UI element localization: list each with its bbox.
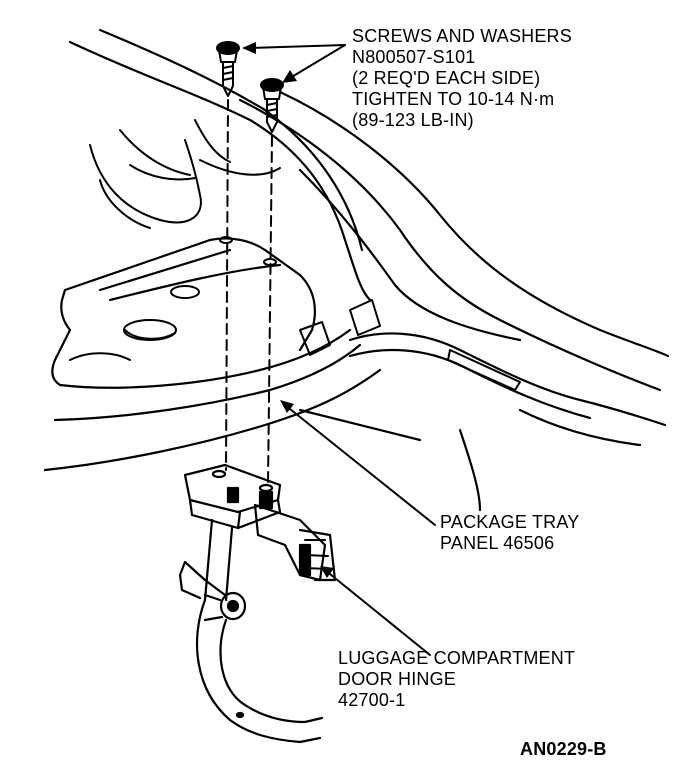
screws-callout-line-2: N800507-S101: [352, 47, 476, 67]
screws-callout: SCREWS AND WASHERS N800507-S101 (2 REQ'D…: [352, 26, 572, 131]
hinge-callout-line-2: DOOR HINGE: [338, 669, 457, 689]
package-tray-callout-line-1: PACKAGE TRAY: [440, 512, 580, 532]
package-tray-panel: [43, 236, 382, 472]
body-opening-curves: [68, 28, 670, 392]
figure-id: AN0229-B: [520, 739, 607, 759]
screws-callout-line-1: SCREWS AND WASHERS: [352, 26, 572, 46]
screws-callout-line-4: TIGHTEN TO 10-14 N·m: [352, 89, 555, 109]
hinge-callout: LUGGAGE COMPARTMENT DOOR HINGE 42700-1: [338, 648, 575, 711]
hinge-callout-line-1: LUGGAGE COMPARTMENT: [338, 648, 576, 668]
inner-cavity: [89, 119, 281, 229]
package-tray-callout: PACKAGE TRAY PANEL 46506: [440, 512, 579, 554]
screws-callout-line-3: (2 REQ'D EACH SIDE): [352, 68, 541, 88]
hinge-callout-line-3: 42700-1: [338, 690, 406, 710]
alignment-lines: [225, 99, 273, 486]
leader-lines: [249, 44, 436, 656]
screw-right-icon: [260, 78, 284, 133]
quarter-panel-edge: [298, 332, 667, 512]
package-tray-callout-line-2: PANEL 46506: [440, 533, 555, 553]
door-hinge: [178, 463, 337, 744]
screw-left-icon: [216, 41, 240, 97]
screws-callout-line-5: (89-123 LB-IN): [352, 110, 474, 130]
